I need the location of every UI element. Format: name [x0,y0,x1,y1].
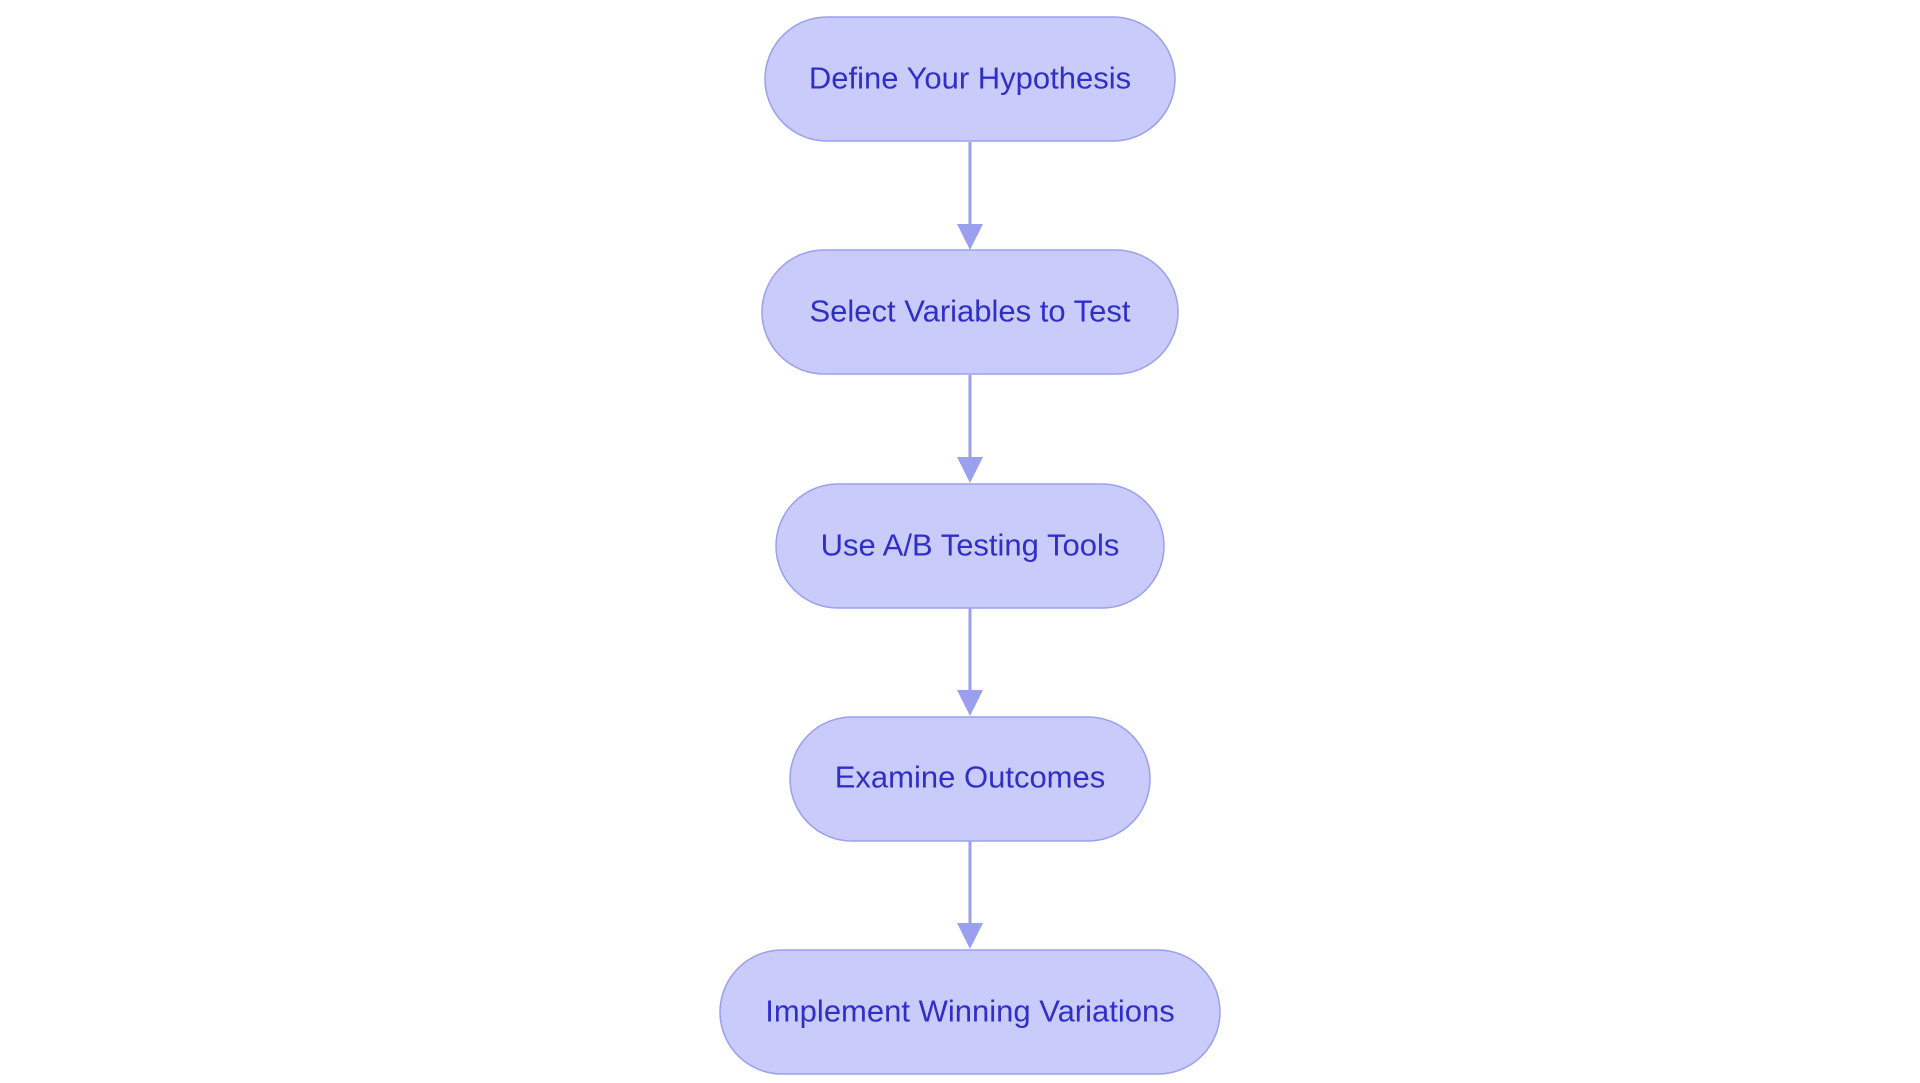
arrowhead-icon [957,923,983,949]
node-label: Use A/B Testing Tools [821,528,1120,563]
node-select-variables[interactable]: Select Variables to Test [761,249,1179,375]
edge-2-to-3 [957,375,983,483]
node-examine-outcomes[interactable]: Examine Outcomes [789,716,1151,842]
arrowhead-icon [957,457,983,483]
node-implement-variations[interactable]: Implement Winning Variations [719,949,1221,1075]
node-label: Define Your Hypothesis [809,61,1131,96]
edges [957,142,983,949]
node-label: Implement Winning Variations [765,994,1175,1029]
arrowhead-icon [957,224,983,250]
edge-3-to-4 [957,608,983,716]
node-use-ab-tools[interactable]: Use A/B Testing Tools [775,483,1165,609]
edge-4-to-5 [957,841,983,949]
arrowhead-icon [957,690,983,716]
node-define-hypothesis[interactable]: Define Your Hypothesis [764,16,1176,142]
node-label: Examine Outcomes [835,760,1106,795]
node-shape [764,16,1176,142]
node-shape [775,483,1165,609]
nodes: Define Your Hypothesis Select Variables … [719,16,1221,1075]
node-label: Select Variables to Test [809,294,1130,329]
edge-1-to-2 [957,142,983,250]
node-shape [761,249,1179,375]
node-shape [719,949,1221,1075]
node-shape [789,716,1151,842]
